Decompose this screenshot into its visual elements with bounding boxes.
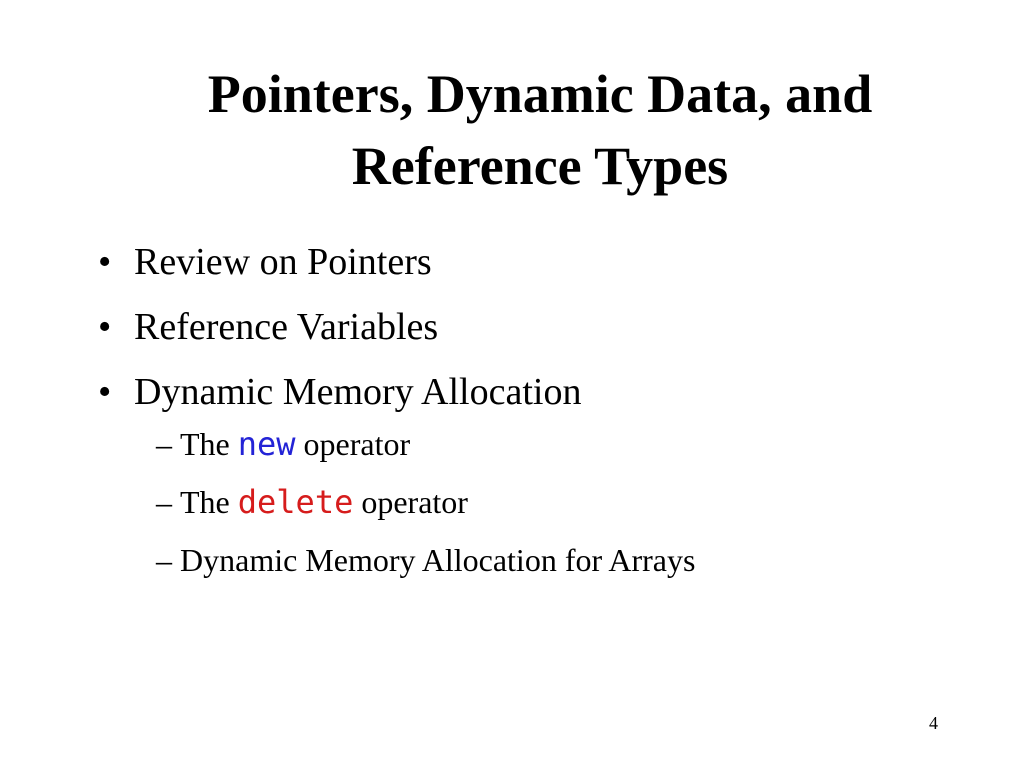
bullet-item: • Dynamic Memory Allocation — [98, 370, 978, 414]
slide-title: Pointers, Dynamic Data, and Reference Ty… — [110, 58, 970, 202]
bullet-item: • Reference Variables — [98, 305, 978, 349]
bullet-item: • Review on Pointers — [98, 240, 978, 284]
bullet-list: • Review on Pointers • Reference Variabl… — [98, 240, 978, 435]
sub-bullet-item: – Dynamic Memory Allocation for Arrays — [98, 540, 978, 580]
slide-title-line-2: Reference Types — [351, 136, 729, 196]
sub-bullet-text: Dynamic Memory Allocation for Arrays — [180, 542, 696, 578]
bullet-text: Review on Pointers — [134, 241, 432, 283]
code-keyword-delete: delete — [237, 483, 354, 521]
bullet-dot-icon: • — [98, 371, 112, 413]
sub-bullet-item: – The new operator — [98, 424, 978, 464]
sub-bullet-dash-icon: – — [156, 484, 172, 520]
sub-bullet-prefix: The — [180, 426, 238, 462]
slide-title-line-1: Pointers, Dynamic Data, and — [207, 64, 873, 124]
sub-bullet-item: – The delete operator — [98, 482, 978, 522]
sub-bullet-suffix: operator — [353, 484, 468, 520]
sub-bullet-dash-icon: – — [156, 426, 172, 462]
sub-bullet-prefix: The — [180, 484, 238, 520]
sub-bullet-dash-icon: – — [156, 542, 172, 578]
page-number: 4 — [929, 713, 938, 733]
sub-bullet-list: – The new operator – The delete operator… — [98, 424, 978, 598]
bullet-text: Dynamic Memory Allocation — [134, 371, 582, 413]
bullet-dot-icon: • — [98, 306, 112, 348]
sub-bullet-suffix: operator — [295, 426, 411, 462]
bullet-text: Reference Variables — [134, 306, 439, 348]
bullet-dot-icon: • — [98, 241, 112, 283]
code-keyword-new: new — [237, 425, 296, 463]
